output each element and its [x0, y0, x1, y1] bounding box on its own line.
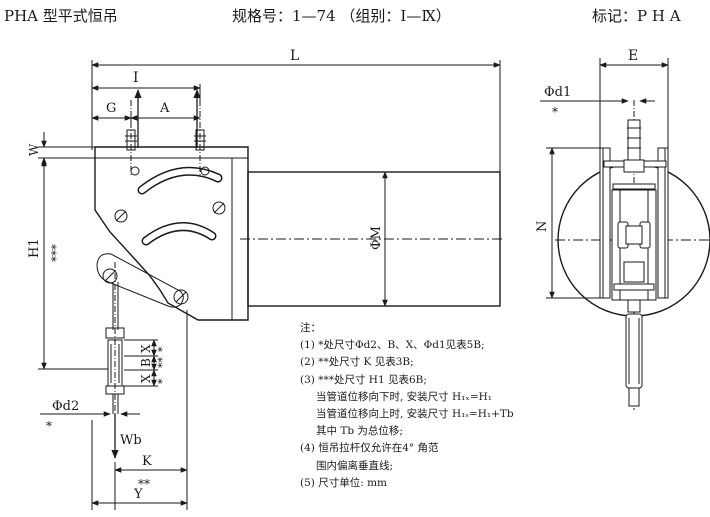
label-N: N [535, 221, 550, 232]
label-phid1-star: * [552, 105, 558, 119]
label-X-top-star: * [156, 346, 169, 352]
label-phid2-star: * [46, 419, 52, 433]
label-B: B [139, 358, 153, 367]
label-H1: H1 [27, 238, 42, 258]
note-line: (3) ***处尺寸 H1 见表6B; [300, 373, 427, 386]
dim-L [91, 60, 501, 172]
dim-X-B-X [124, 339, 158, 387]
note-line: 其中 Tb 为总位移; [316, 425, 403, 438]
spec-number: 规格号：1—74 （组别：Ⅰ—Ⅸ） [232, 7, 451, 25]
label-phid1: Φd1 [544, 85, 571, 100]
notes-heading: 注： [300, 322, 321, 334]
dim-N [546, 147, 603, 299]
note-line: (4) 恒吊拉杆仅允许在4° 角范 [300, 442, 439, 455]
note-line: (2) **处尺寸 K 见表3B; [300, 356, 414, 369]
label-A: A [159, 101, 170, 116]
label-H1-stars: *** [49, 244, 63, 262]
label-G: G [106, 101, 116, 116]
label-I: I [133, 70, 139, 86]
note-line: 当管道位移向上时, 安装尺寸 H₁ₛ=H₁+Tb [316, 408, 514, 421]
label-X-top: X [139, 344, 153, 353]
label-phid2: Φd2 [52, 399, 79, 414]
drawing-title: PHA 型平式恒吊 [4, 7, 118, 25]
notes-block: 注： (1) *处尺寸Φd2、B、X、Φd1见表5B; (2) **处尺寸 K … [300, 320, 514, 492]
label-L: L [290, 48, 299, 64]
lever-pin [102, 268, 118, 284]
load-rod-assembly [105, 262, 125, 420]
label-E: E [628, 48, 638, 64]
note-line: 当管道位移向下时, 安装尺寸 H₁ₓ=H₁ [316, 390, 492, 403]
label-phiM: ΦM [369, 226, 384, 250]
note-line: (5) 尺寸单位: mm [300, 476, 387, 489]
top-rods [125, 100, 206, 177]
front-view [94, 89, 505, 459]
side-view [555, 100, 710, 410]
label-Wb: Wb [120, 433, 142, 448]
lever-arm [96, 253, 184, 308]
note-line: 围内偏离垂直线; [316, 459, 394, 472]
label-W: W [27, 143, 41, 156]
label-K: K [142, 454, 152, 469]
label-K-stars: ** [138, 477, 150, 491]
label-B-star: ** [156, 357, 169, 369]
note-line: (1) *处尺寸Φd2、B、X、Φd1见表5B; [300, 339, 485, 352]
label-Y: Y [133, 487, 143, 502]
dim-E [599, 58, 669, 150]
mounting-plate [94, 146, 249, 321]
marking-code: 标记：P H A [592, 7, 681, 25]
label-X-bottom: X [139, 374, 153, 383]
label-X-bottom-star: * [156, 378, 169, 384]
dim-W [38, 132, 95, 172]
